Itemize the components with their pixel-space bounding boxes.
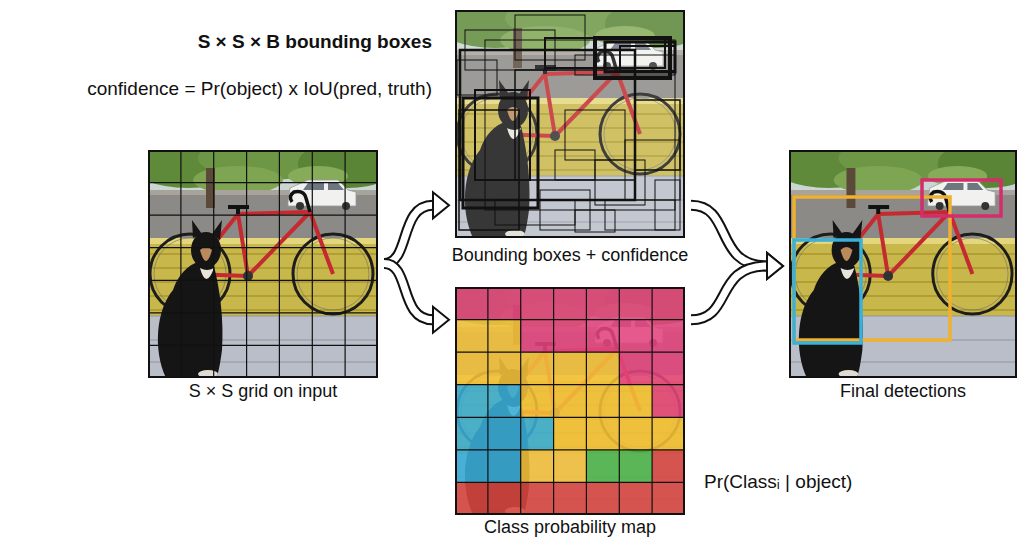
arrow-outline	[384, 263, 433, 319]
flow-arrow	[691, 205, 783, 279]
boxes-image	[435, 0, 705, 238]
arrow-head	[767, 253, 783, 279]
arrow-outline	[691, 205, 767, 266]
arrow-fill	[691, 266, 767, 320]
detections-image	[769, 136, 1019, 378]
arrow-outline	[691, 266, 767, 320]
panel-caption: Final detections	[759, 380, 1019, 402]
class-map-image	[435, 273, 705, 515]
annotation-text: confidence = Pr(object) x IoU(pred, trut…	[0, 77, 432, 101]
arrow-outline	[384, 205, 433, 263]
image-panel: Final detections	[789, 150, 1017, 402]
image-panel: Bounding boxes + confidence	[455, 10, 685, 267]
flow-arrow	[691, 253, 783, 320]
image-panel: Class probability map	[455, 287, 685, 539]
arrow-fill	[384, 263, 433, 319]
panel-caption: Class probability map	[425, 516, 715, 538]
flow-arrow	[384, 263, 449, 332]
input-image	[128, 136, 398, 378]
flow-arrow	[384, 192, 449, 263]
image-panel: S × S grid on input	[148, 150, 378, 402]
arrow-head	[433, 307, 449, 333]
arrow-fill	[384, 205, 433, 263]
annotation-text: S × S × B bounding boxes	[80, 30, 432, 54]
annotation-text: Pr(Classᵢ | object)	[704, 470, 924, 494]
panel-caption: S × S grid on input	[118, 380, 408, 402]
arrow-head	[433, 192, 449, 218]
arrow-fill	[691, 205, 767, 266]
panel-caption: Bounding boxes + confidence	[425, 244, 715, 266]
arrow-head	[767, 253, 783, 279]
